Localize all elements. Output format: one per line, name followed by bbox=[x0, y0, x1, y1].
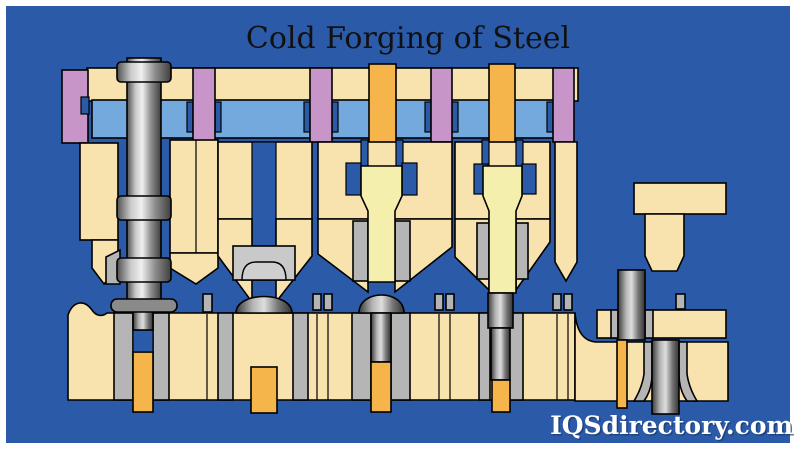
shaft-collar bbox=[116, 257, 172, 283]
ejector-pin bbox=[491, 379, 511, 413]
punch-guide-insert bbox=[476, 222, 490, 280]
workpiece-extruded-top bbox=[487, 292, 514, 329]
guide-pin bbox=[192, 67, 216, 143]
final-tool-shank bbox=[644, 213, 685, 272]
workpiece-extruded-shank bbox=[490, 327, 511, 381]
punch-guide-insert bbox=[515, 222, 529, 280]
die-block-seams bbox=[206, 314, 569, 400]
ejector-pin bbox=[616, 339, 628, 409]
shaft-collar bbox=[116, 195, 172, 221]
guide-pin-notch bbox=[80, 96, 90, 115]
final-tool-head bbox=[633, 182, 727, 215]
upper-press-assembly bbox=[61, 63, 579, 171]
ejection-station bbox=[596, 182, 727, 402]
holder-left-column bbox=[79, 142, 119, 241]
guide-pin bbox=[309, 67, 333, 143]
guide-pin bbox=[61, 69, 89, 144]
shaft-flange bbox=[110, 298, 178, 313]
diagram-title: Cold Forging of Steel bbox=[246, 21, 570, 56]
ejector-pin bbox=[250, 366, 278, 414]
holder-right-column bbox=[554, 141, 578, 283]
workpiece-finished-part bbox=[651, 339, 680, 415]
die-insert bbox=[390, 312, 411, 401]
heading-die-cavity bbox=[241, 261, 287, 281]
die-cavity-gap bbox=[132, 329, 154, 353]
die-insert bbox=[478, 312, 491, 401]
slab-bushing bbox=[610, 309, 619, 339]
die-insert bbox=[292, 312, 309, 401]
ejector-pin bbox=[370, 361, 392, 413]
die-block-main bbox=[67, 302, 576, 401]
workpieces bbox=[235, 269, 680, 415]
forging-punch-station3 bbox=[360, 165, 403, 283]
punch-guide-insert bbox=[394, 220, 411, 282]
workpiece-transfer-slug bbox=[617, 269, 646, 341]
die-insert bbox=[217, 312, 234, 401]
die-insert bbox=[113, 312, 134, 401]
workpiece-bolt-shank bbox=[370, 312, 392, 363]
watermark: IQSdirectory.com bbox=[550, 411, 793, 440]
die-insert bbox=[351, 312, 372, 401]
ejector-pin bbox=[132, 351, 154, 413]
punch-guide-insert bbox=[352, 220, 369, 282]
stock-guide-pin bbox=[675, 293, 686, 310]
guide-pins bbox=[61, 67, 575, 144]
forging-punch-station4 bbox=[482, 165, 523, 294]
watermark-shadow: IQSdirectory.com bbox=[552, 413, 795, 442]
holder-column bbox=[169, 139, 219, 254]
slab-bushing bbox=[644, 309, 654, 339]
holder-station2-slot bbox=[251, 141, 277, 247]
guide-pin bbox=[552, 67, 575, 143]
workpiece-headed-blank bbox=[235, 295, 293, 314]
workpiece-bolt-head bbox=[358, 294, 405, 314]
guide-pin bbox=[430, 67, 453, 143]
die-insert bbox=[152, 312, 170, 401]
feed-shaft-station1 bbox=[110, 57, 178, 353]
shaft-collar bbox=[116, 61, 172, 83]
stock-guide-pins bbox=[202, 293, 573, 313]
